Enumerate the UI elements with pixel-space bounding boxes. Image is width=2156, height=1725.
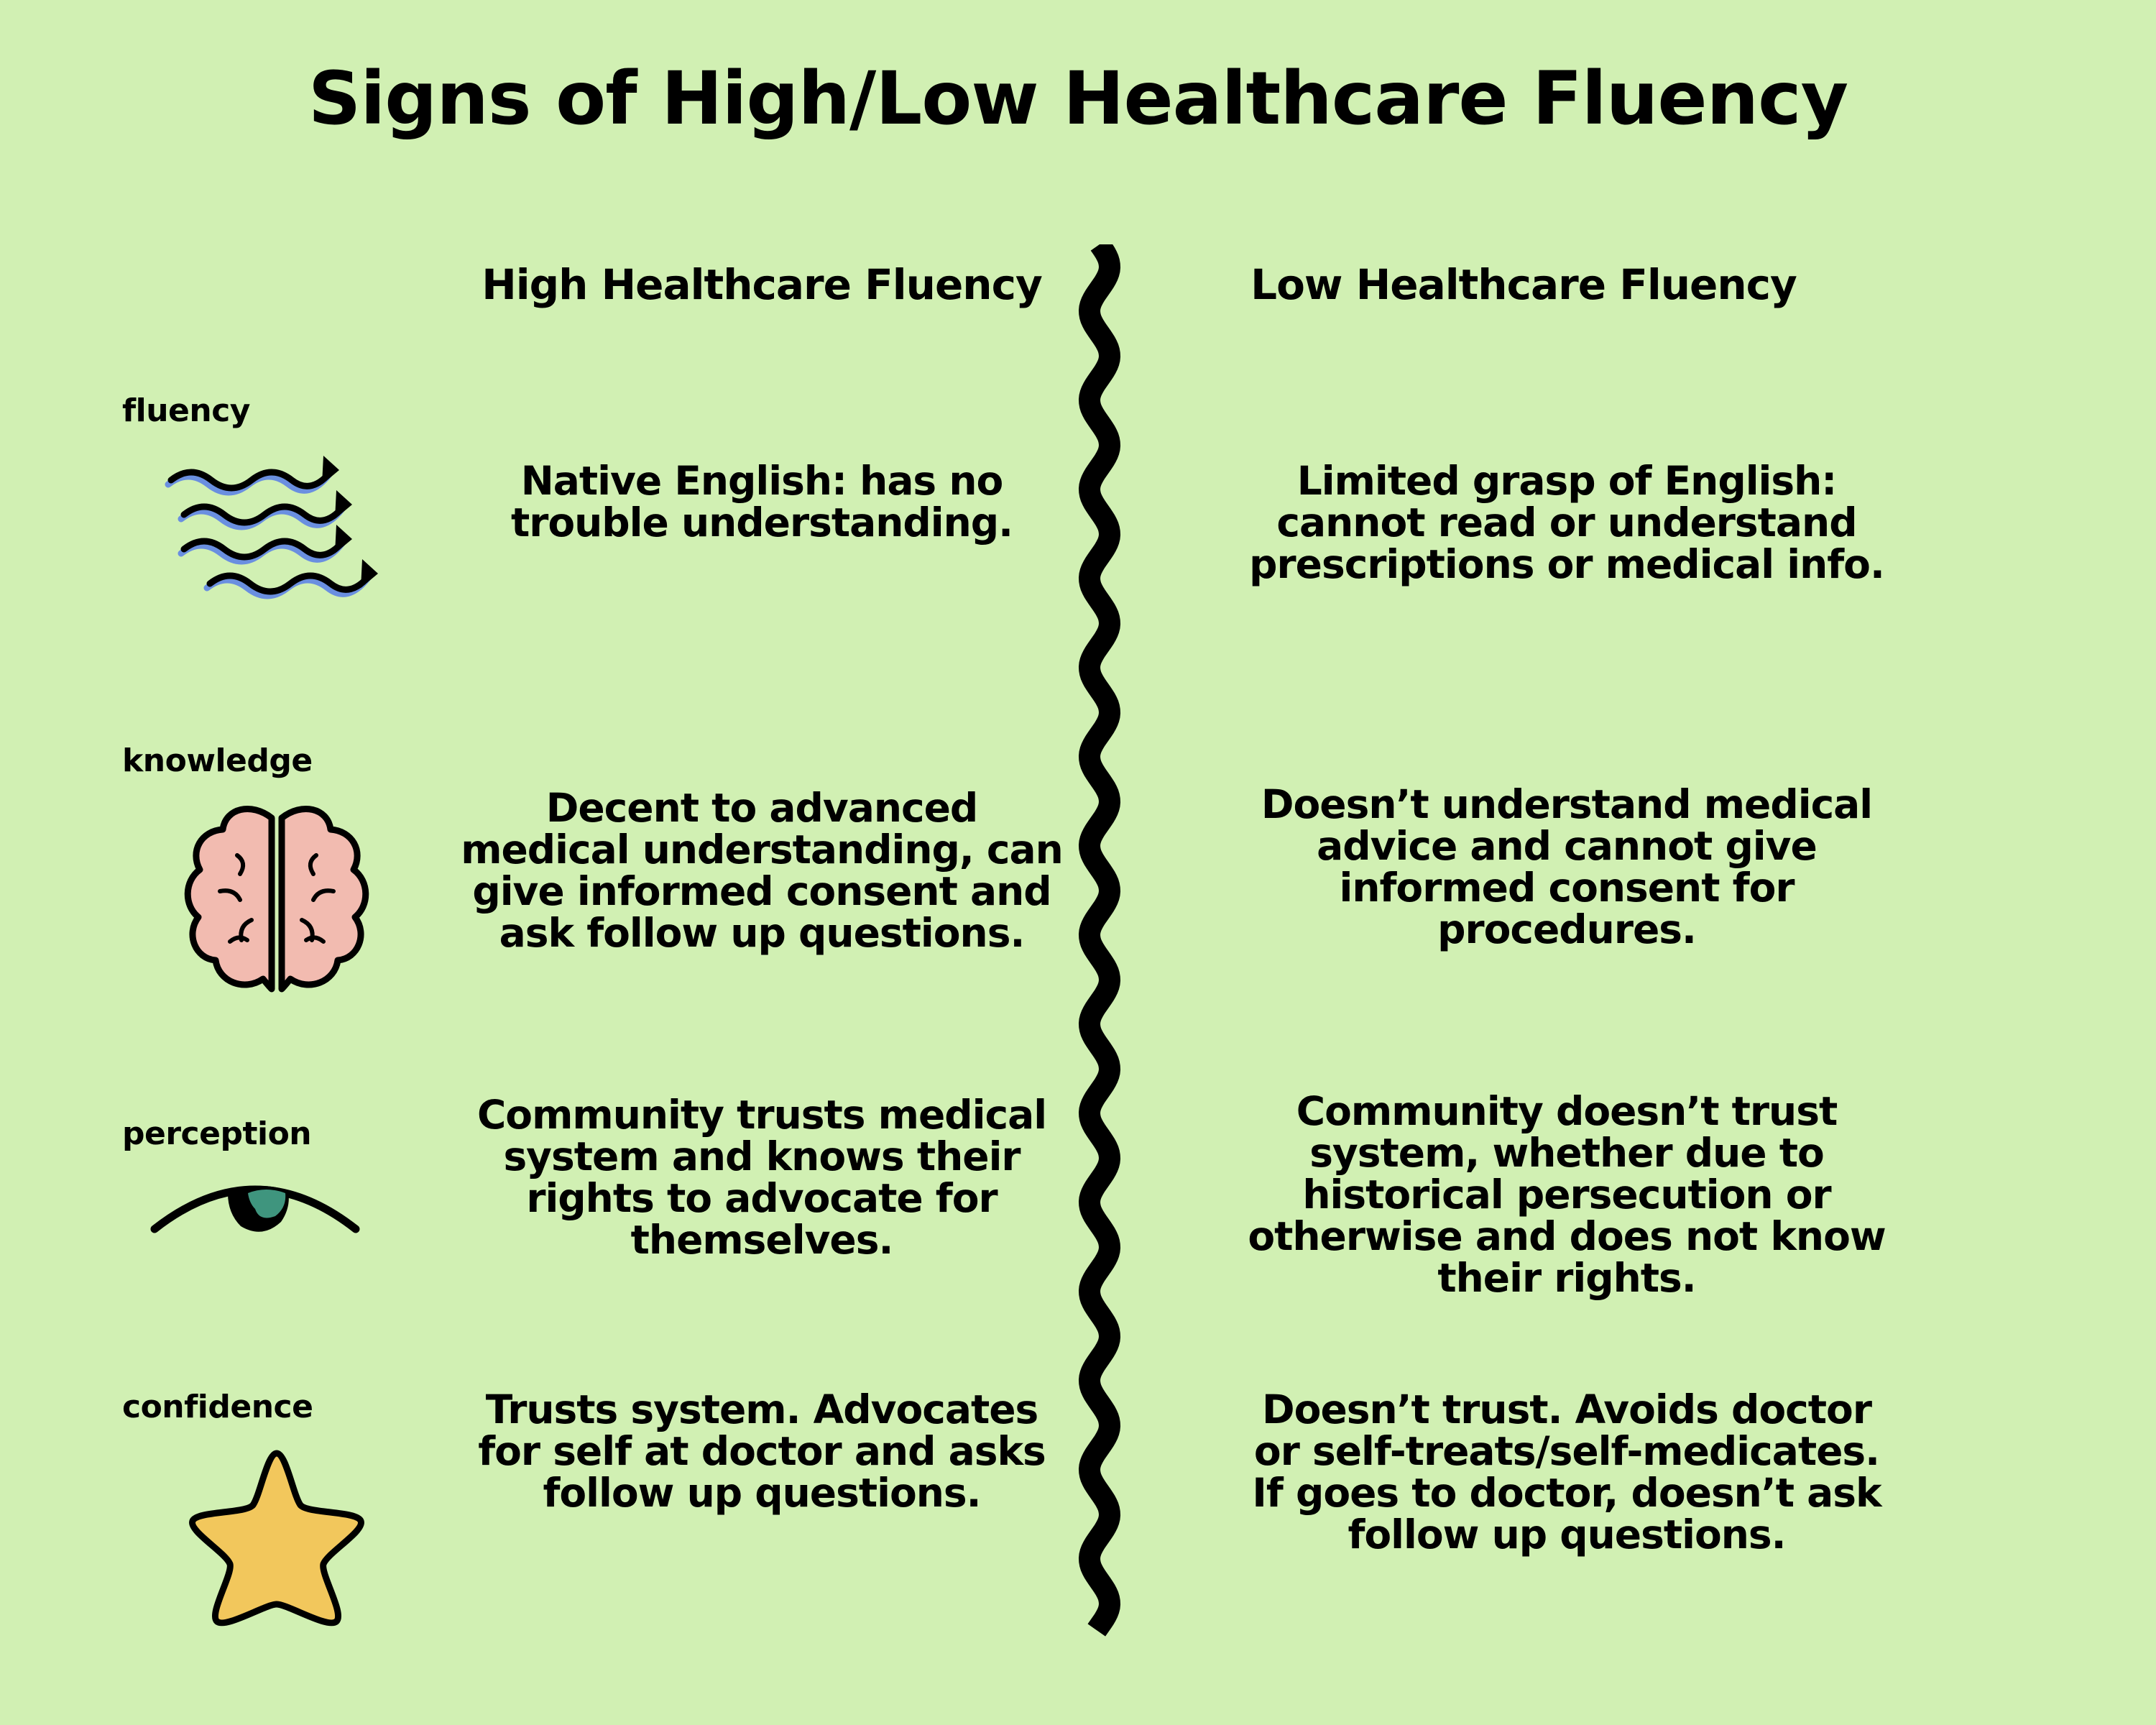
cell-high-knowledge: Decent to advanced medical understanding…	[461, 785, 1064, 956]
wavy-arrows-icon	[165, 456, 378, 599]
page-title: Signs of High/Low Healthcare Fluency	[308, 56, 1848, 142]
row-label-confidence: confidence	[122, 1389, 313, 1425]
cell-high-perception: Community trusts medical system and know…	[476, 1092, 1047, 1263]
cell-low-perception: Community doesn’t trust system, whether …	[1248, 1088, 1886, 1301]
wavy-divider	[1078, 244, 1121, 1637]
cell-low-confidence: Doesn’t trust. Avoids doctor or self-tre…	[1252, 1386, 1881, 1558]
brain-icon	[184, 806, 369, 993]
column-header-high: High Healthcare Fluency	[482, 260, 1043, 309]
star-icon	[189, 1450, 364, 1627]
cell-low-knowledge: Doesn’t understand medical advice and ca…	[1261, 781, 1873, 952]
row-label-knowledge: knowledge	[122, 742, 313, 779]
row-label-fluency: fluency	[122, 392, 250, 429]
column-header-low: Low Healthcare Fluency	[1250, 260, 1797, 309]
cell-high-fluency: Native English: has no trouble understan…	[510, 458, 1013, 546]
cell-high-confidence: Trusts system. Advocates for self at doc…	[478, 1386, 1046, 1516]
eye-icon	[150, 1185, 360, 1233]
cell-low-fluency: Limited grasp of English: cannot read or…	[1249, 458, 1885, 587]
row-label-perception: perception	[122, 1116, 312, 1152]
